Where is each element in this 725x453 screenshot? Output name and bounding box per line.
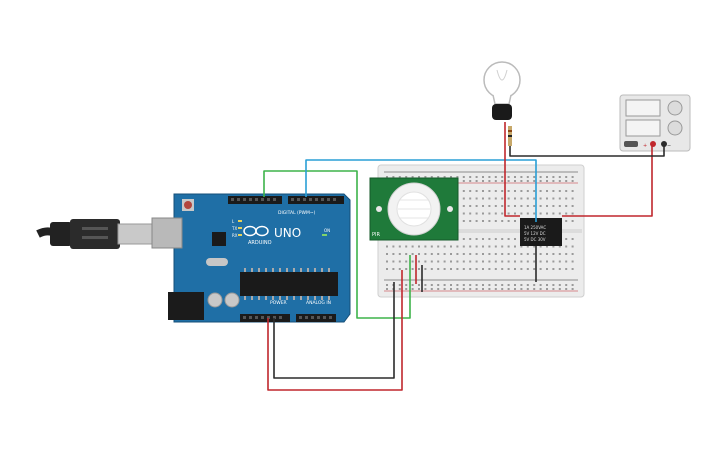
power-supply: + −	[619, 94, 691, 152]
psu-plus-label: +	[643, 143, 647, 149]
wires	[263, 122, 665, 391]
on-label: ON	[324, 228, 330, 233]
relay-label-top: 1A 250VAC	[524, 225, 546, 230]
relay: 1A 250VAC 5V 12V DC 5V DC 30V	[520, 218, 562, 246]
power-header	[240, 314, 290, 322]
relay-label-mid: 5V 12V DC	[524, 231, 546, 236]
arduino-uno-board: DIGITAL (PWM~) ARDUINO UNO TX RX L ON PO…	[151, 193, 351, 323]
arduino-logo-icon	[243, 225, 269, 237]
digital-label: DIGITAL (PWM~)	[278, 210, 316, 216]
power-label: POWER	[270, 300, 287, 306]
brand-label: ARDUINO	[248, 240, 272, 246]
capacitor-2	[224, 292, 240, 308]
analog-label: ANALOG IN	[306, 300, 331, 306]
wire-red-psu	[562, 144, 653, 217]
wire-black-gnd	[273, 282, 395, 379]
atmega-chip	[240, 272, 338, 296]
relay-label-bot: 5V DC 30V	[524, 237, 546, 242]
crystal	[206, 258, 228, 266]
usb-chip	[212, 232, 226, 246]
wire-black-psu	[509, 144, 665, 157]
analog-header	[296, 314, 336, 322]
tx-label: TX	[231, 226, 237, 231]
usb-cable	[36, 219, 161, 249]
power-jack	[168, 292, 204, 320]
capacitor-1	[207, 292, 223, 308]
psu-minus-label: −	[667, 143, 671, 149]
wire-red-5v	[267, 270, 403, 391]
usb-jack	[151, 217, 183, 249]
model-label: UNO	[274, 226, 301, 240]
pir-sensor: PIR	[369, 177, 459, 241]
wire-green-signal	[263, 170, 411, 319]
wire-red-bulb	[504, 122, 520, 217]
pir-label: PIR	[372, 232, 380, 238]
light-bulb	[483, 61, 521, 146]
wire-blue-signal	[305, 159, 537, 222]
l-label: L	[232, 219, 235, 224]
rx-label: RX	[232, 233, 238, 238]
